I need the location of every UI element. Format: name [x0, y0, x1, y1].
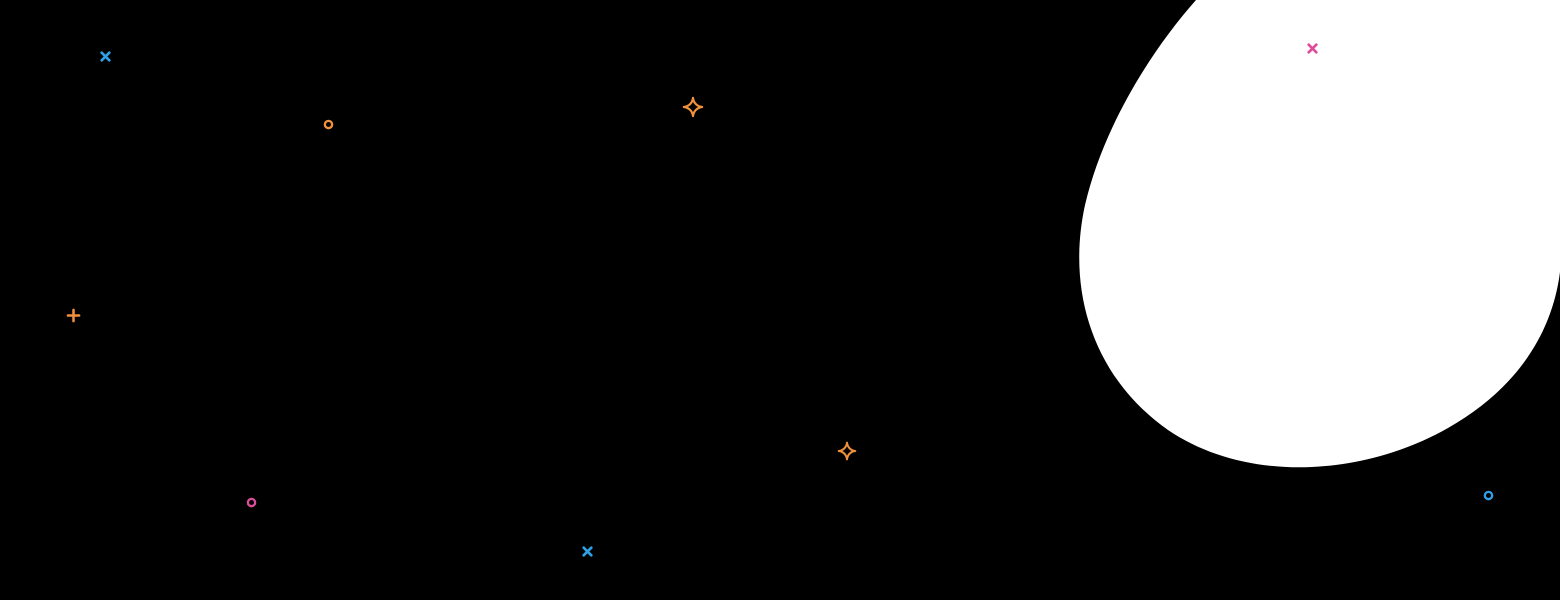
- x-icon: [99, 50, 112, 63]
- x-icon: [1306, 42, 1319, 55]
- plus-icon: [66, 308, 81, 323]
- x-icon: [581, 545, 594, 558]
- sparkle-icon: [837, 441, 857, 461]
- circle-icon: [246, 497, 257, 508]
- sparkle-icon: [682, 96, 704, 118]
- blob-background-shape: [1079, 0, 1560, 468]
- circle-icon: [1483, 490, 1494, 501]
- circle-icon: [323, 119, 334, 130]
